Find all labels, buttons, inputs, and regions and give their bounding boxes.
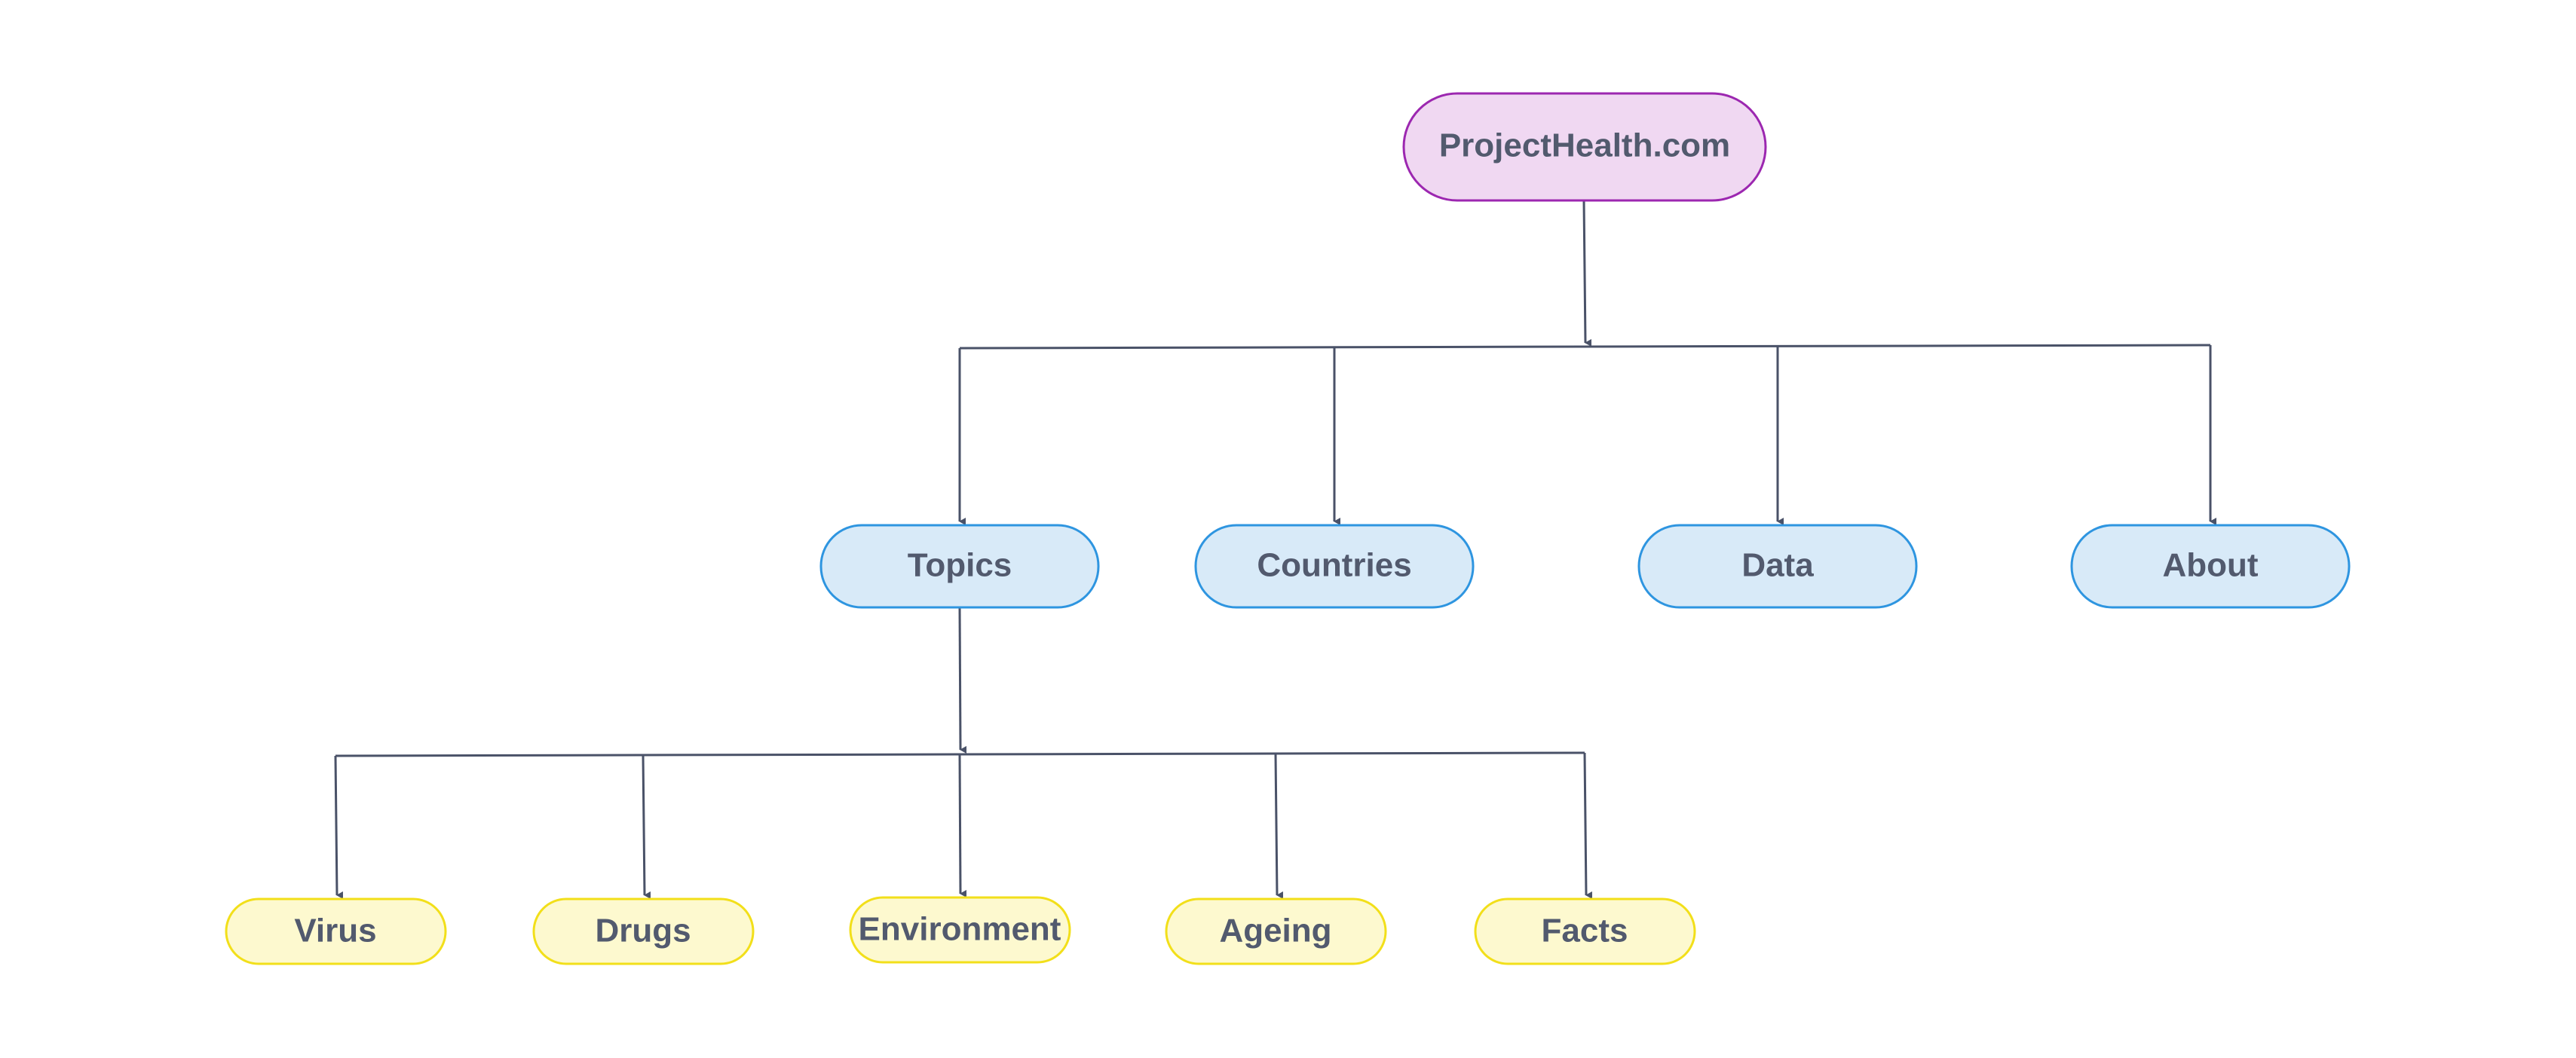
- node-countries-shape: [1194, 524, 1475, 609]
- connector-to-ageing: [1274, 753, 1284, 899]
- node-data-shape: [1637, 524, 1918, 609]
- node-root-label: ProjectHealth.com: [1439, 127, 1730, 164]
- node-facts: Facts: [1474, 897, 1696, 965]
- connectors-topics: [334, 607, 1593, 899]
- node-data-label: Data: [1741, 547, 1814, 584]
- node-ageing-label: Ageing: [1219, 913, 1331, 949]
- node-root-shape: [1402, 92, 1767, 202]
- connector-root-bar: [959, 344, 2211, 350]
- node-drugs-label: Drugs: [595, 913, 691, 949]
- node-countries-label: Countries: [1257, 547, 1411, 584]
- node-environment: Environment: [849, 896, 1071, 964]
- node-environment-shape: [849, 896, 1071, 964]
- node-environment-label: Environment: [859, 911, 1061, 948]
- node-about-label: About: [2162, 547, 2258, 584]
- node-drugs-shape: [532, 897, 755, 965]
- node-data: Data: [1637, 524, 1918, 609]
- node-drugs: Drugs: [532, 897, 755, 965]
- node-ageing: Ageing: [1165, 897, 1387, 965]
- node-topics-label: Topics: [908, 547, 1012, 584]
- node-ageing-shape: [1165, 897, 1387, 965]
- node-topics-shape: [819, 524, 1100, 609]
- node-facts-label: Facts: [1542, 913, 1628, 949]
- node-virus: Virus: [225, 897, 447, 965]
- node-facts-shape: [1474, 897, 1696, 965]
- connector-to-virus: [334, 755, 344, 899]
- connector-to-drugs: [642, 754, 651, 899]
- node-root: ProjectHealth.com: [1402, 92, 1767, 202]
- node-virus-shape: [225, 897, 447, 965]
- node-about: About: [2070, 524, 2351, 609]
- connector-root-down: [1582, 200, 1592, 347]
- node-countries: Countries: [1194, 524, 1475, 609]
- node-topics: Topics: [819, 524, 1100, 609]
- node-about-shape: [2070, 524, 2351, 609]
- node-virus-label: Virus: [294, 913, 376, 949]
- connectors-root: [958, 200, 2216, 525]
- connector-to-facts: [1583, 752, 1593, 899]
